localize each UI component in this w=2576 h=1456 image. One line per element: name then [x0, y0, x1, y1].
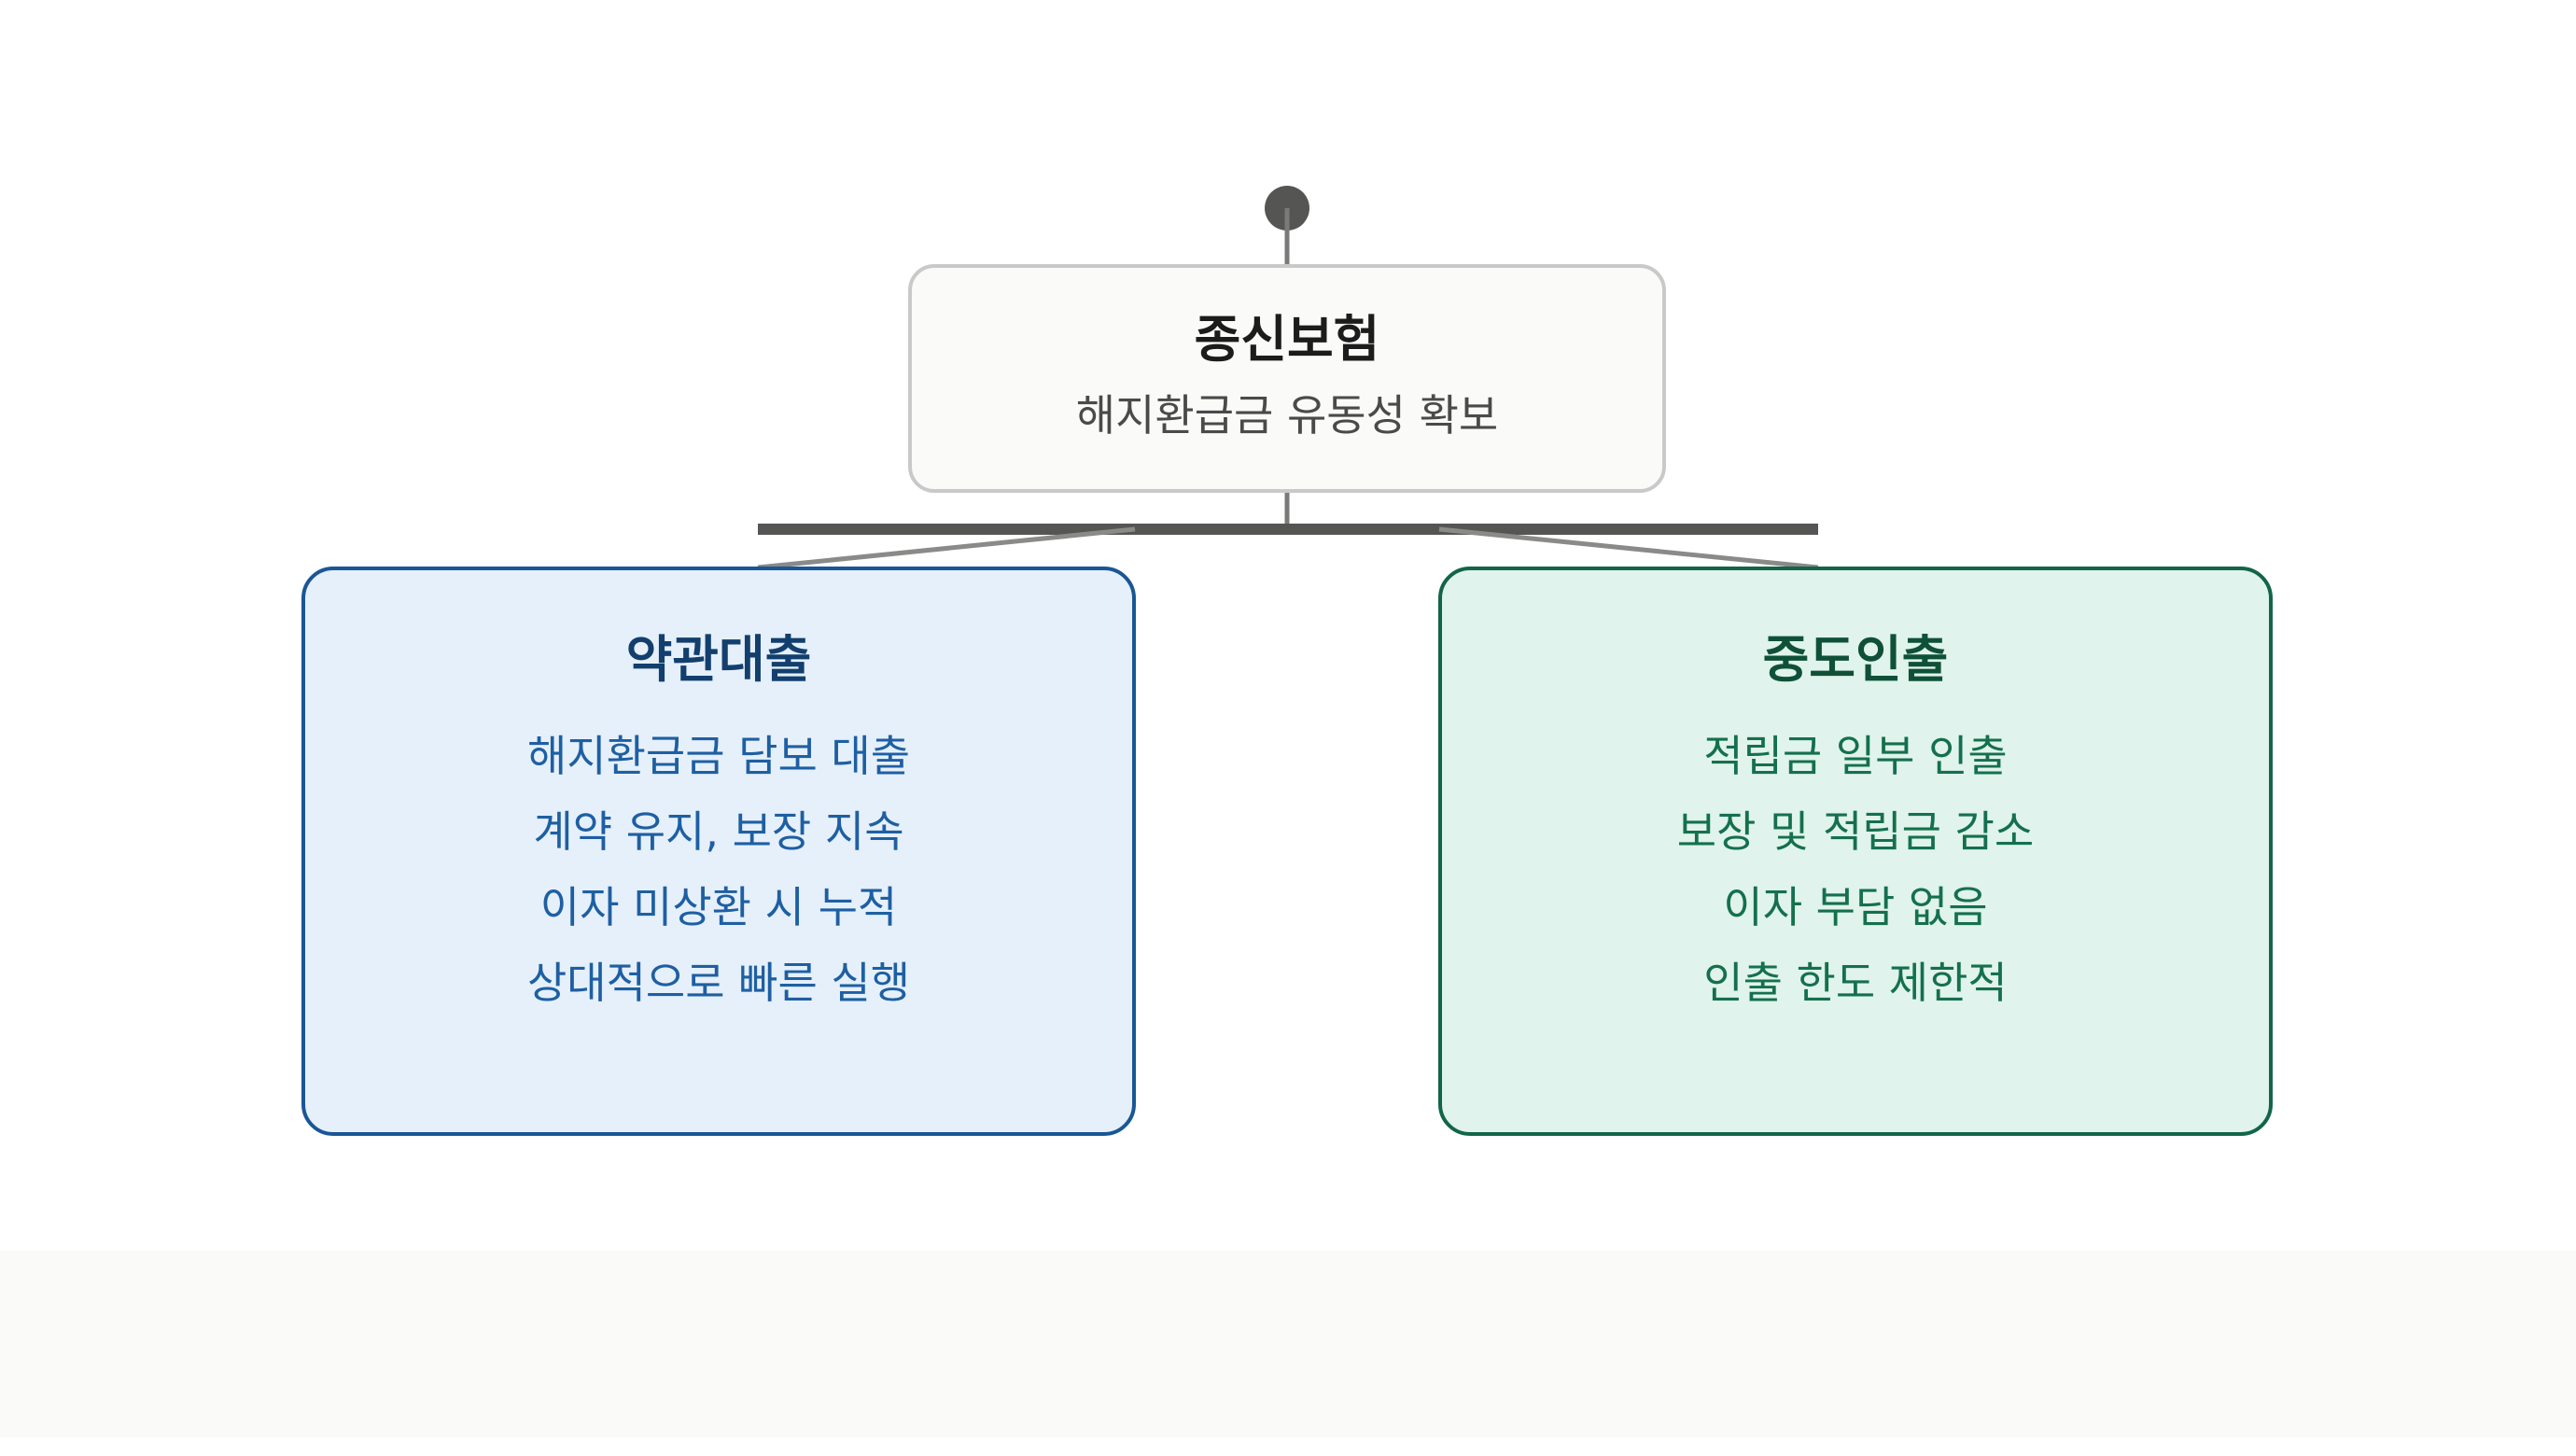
- policy-loan-item: 해지환급금 담보 대출: [526, 730, 911, 781]
- partial-withdrawal-title: 중도인출: [1762, 630, 1949, 689]
- footer-band: [0, 1251, 2576, 1437]
- partial-withdrawal-item: 인출 한도 제한적: [1703, 957, 2008, 1008]
- root-subtitle: 해지환급금 유동성 확보: [1075, 390, 1499, 441]
- branch-left-diagonal: [757, 526, 1136, 570]
- policy-loan-box: 약관대출 해지환급금 담보 대출 계약 유지, 보장 지속 이자 미상환 시 누…: [301, 567, 1136, 1136]
- partial-withdrawal-item: 이자 부담 없음: [1723, 881, 1988, 932]
- partial-withdrawal-box: 중도인출 적립금 일부 인출 보장 및 적립금 감소 이자 부담 없음 인출 한…: [1438, 567, 2273, 1136]
- policy-loan-item: 계약 유지, 보장 지속: [533, 805, 904, 857]
- root-node-box: 종신보험 해지환급금 유동성 확보: [908, 264, 1666, 493]
- policy-loan-title: 약관대출: [625, 630, 812, 689]
- branch-right-diagonal: [1438, 526, 1819, 570]
- partial-withdrawal-item: 적립금 일부 인출: [1703, 730, 2008, 781]
- partial-withdrawal-item: 보장 및 적립금 감소: [1676, 805, 2035, 857]
- policy-loan-item: 상대적으로 빠른 실행: [526, 957, 911, 1008]
- policy-loan-item: 이자 미상환 시 누적: [539, 881, 898, 932]
- root-title: 종신보험: [1194, 309, 1380, 369]
